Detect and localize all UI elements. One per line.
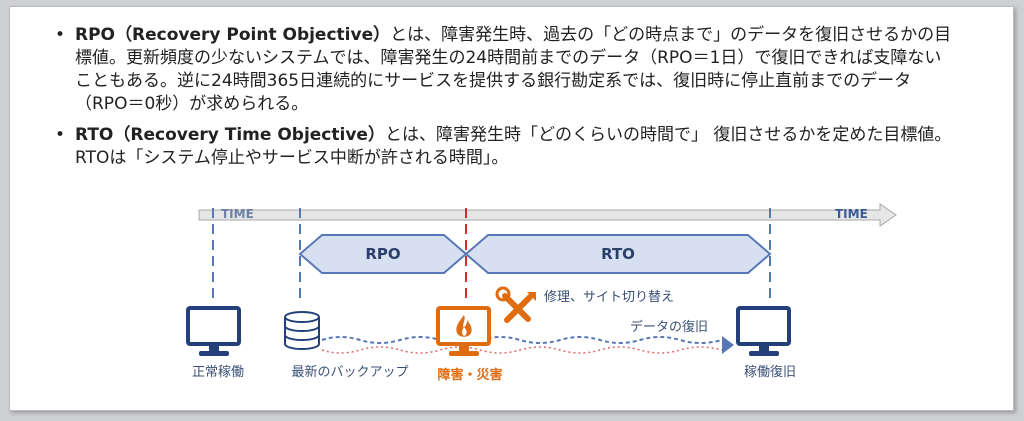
bullet-marker: •: [55, 25, 66, 45]
time-label-left: TIME: [221, 207, 254, 221]
disaster-monitor-icon: [436, 306, 491, 356]
rpo-description: とは、障害発生時、過去の「どの時点まで」のデータを復旧させるかの目標値。更新頻度…: [75, 25, 952, 114]
restore-wavy-arrow: [321, 336, 723, 344]
backup-database-icon: [284, 311, 320, 350]
timeline-arrow: [198, 203, 897, 227]
normal-caption: 正常稼働: [191, 365, 245, 380]
repair-tools-icon: [495, 286, 536, 323]
bullet-rpo: • RPO（Recovery Point Objective）とは、障害発生時、…: [55, 24, 955, 116]
rto-description: とは、障害発生時「どのくらいの時間で」 復旧させるかを定めた目標値。RTOは「シ…: [75, 125, 952, 168]
rpo-label: RPO: [365, 245, 401, 263]
recovered-caption: 稼働復旧: [743, 365, 797, 380]
bullet-rto: • RTO（Recovery Time Objective）とは、障害発生時「ど…: [55, 124, 955, 170]
slide-card: [9, 6, 1014, 411]
restore-note: データの復旧: [630, 320, 709, 335]
restore-arrow-head: [722, 336, 734, 354]
normal-monitor-icon: [186, 306, 241, 356]
recovered-monitor-icon: [736, 306, 791, 356]
rto-span-arrow: [464, 234, 772, 274]
repair-note: 修理、サイト切り替え: [544, 290, 675, 305]
rto-label: RTO: [601, 245, 635, 263]
rpo-term: RPO（Recovery Point Objective）: [75, 25, 391, 45]
bullet-list: • RPO（Recovery Point Objective）とは、障害発生時、…: [55, 24, 955, 178]
bullet-marker: •: [55, 125, 66, 145]
rto-term: RTO（Recovery Time Objective）: [75, 125, 385, 145]
fire-icon: [456, 315, 472, 337]
time-label-right: TIME: [835, 207, 868, 221]
restore-wavy-arrow-bottom: [321, 346, 723, 354]
disaster-caption: 障害・災害: [437, 368, 503, 383]
backup-caption: 最新のバックアップ: [291, 365, 409, 380]
